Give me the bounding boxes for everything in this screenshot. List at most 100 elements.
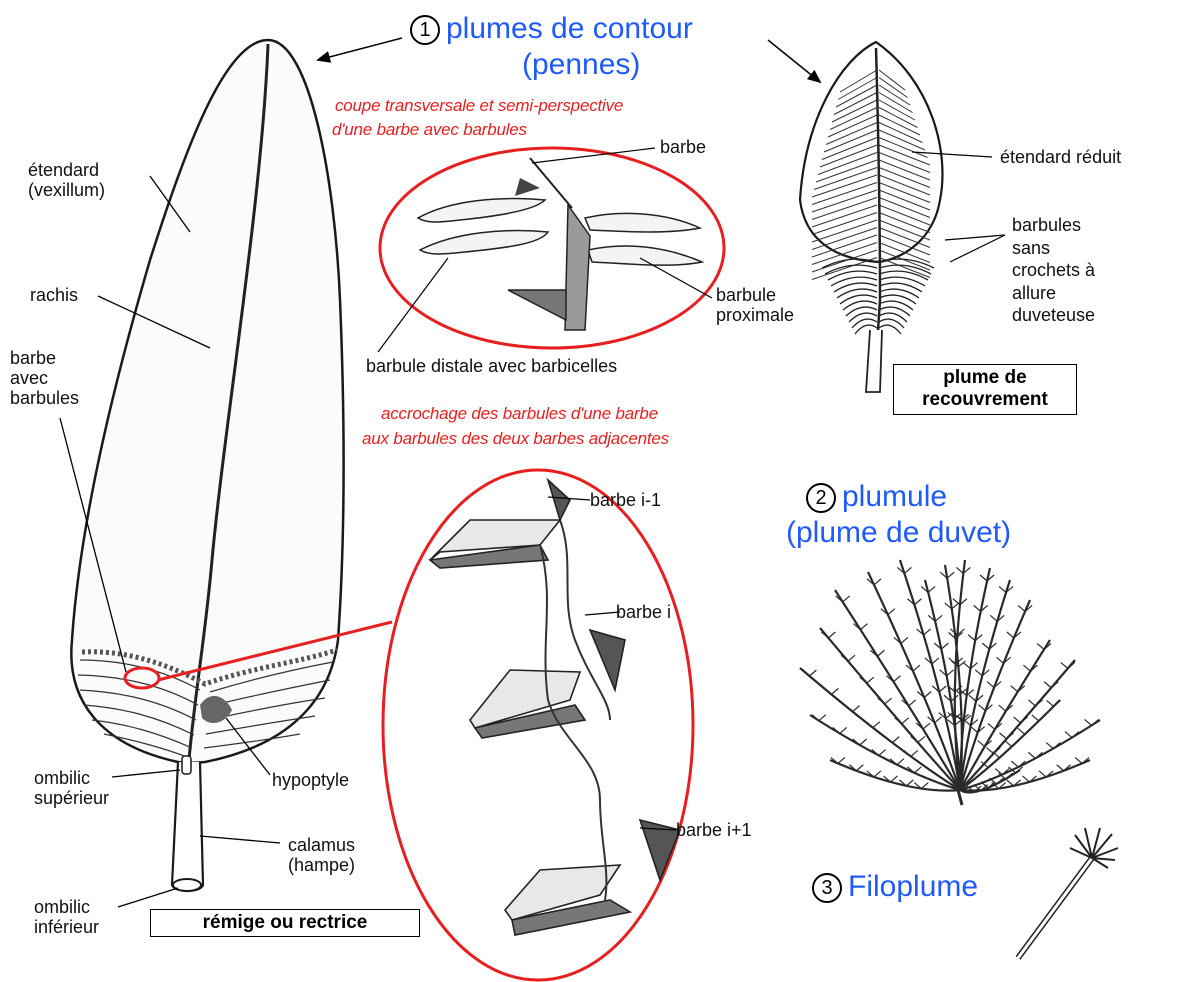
label-barbules-line1: barbules — [1012, 214, 1095, 237]
plumule-barbule — [904, 567, 911, 573]
label-ombilic-sup-line1: ombilic — [34, 768, 109, 788]
plumule-barbule — [914, 599, 921, 605]
label-rachis: rachis — [30, 285, 78, 305]
plumule-barbule — [885, 737, 892, 743]
plumule-barbule — [840, 727, 847, 733]
label-barbules-line2: sans — [1012, 237, 1095, 260]
label-etendard: étendard (vexillum) — [28, 160, 105, 200]
filoplume-drawing — [1018, 828, 1118, 958]
plumule-barbule — [846, 706, 853, 712]
plumule-barbule — [990, 615, 997, 621]
plumule-barbule — [1028, 752, 1035, 758]
label-calamus: calamus (hampe) — [288, 835, 355, 875]
label-barbe-i: barbe i — [616, 602, 671, 622]
covert-box-line1: plume de — [900, 367, 1070, 389]
plumule-barbule — [982, 643, 989, 649]
plumule-barbule — [885, 698, 892, 704]
plumule-barbule — [978, 741, 985, 747]
label-barbe-line2: avec — [10, 368, 79, 388]
covert-feather — [800, 42, 942, 392]
plumule-barbule — [892, 737, 899, 743]
label-barbules-line4: allure — [1012, 282, 1095, 305]
plumule-barbule — [921, 783, 928, 789]
label-section-barbe: barbe — [660, 137, 706, 157]
cross-section-caption-line1: coupe transversale et semi-perspective — [335, 96, 623, 115]
plumule-barbule — [866, 722, 873, 728]
plumule-barbule — [828, 632, 835, 638]
remige-box-label: rémige ou rectrice — [150, 909, 420, 937]
contour-title-line1: plumes de contour — [446, 12, 693, 45]
plumule-barbule — [1075, 757, 1082, 763]
covert-fluff-barbule — [879, 301, 913, 310]
plumule-barbule — [1012, 741, 1019, 747]
covert-fluff-barbule — [879, 307, 910, 316]
plumule-barbule — [831, 688, 838, 694]
plumule-barbule — [902, 718, 909, 724]
label-hypoptyle: hypoptyle — [272, 770, 349, 790]
plumule-barbule — [1000, 733, 1007, 739]
contour-title: 1plumes de contour — [410, 12, 693, 46]
label-etendard-line1: étendard — [28, 160, 105, 180]
covert-fluff-barbule — [849, 313, 877, 322]
plumule-barbule — [968, 635, 975, 641]
plumule-barbule — [901, 637, 908, 643]
plumule-barbule — [819, 715, 826, 721]
plumule-barbule — [1046, 743, 1053, 749]
plumule-barbule — [949, 658, 956, 664]
label-etendard-line2: (vexillum) — [28, 180, 105, 200]
label-barbe-line1: barbe — [10, 348, 79, 368]
section-number-2: 2 — [806, 483, 836, 513]
covert-fluff-barbule — [840, 295, 877, 304]
arrow-to-covert — [768, 40, 820, 82]
plumule-barbule — [1000, 752, 1007, 758]
cross-section-caption-line2: d'une barbe avec barbules — [332, 120, 527, 139]
label-ombilic-inf-line2: inférieur — [34, 917, 99, 937]
plumule-barbule — [1039, 771, 1046, 777]
label-barbe-line3: barbules — [10, 388, 79, 408]
label-barbule-proximale: barbule proximale — [716, 285, 794, 325]
plumule-barbule — [935, 717, 942, 723]
plumule-barbule — [913, 665, 920, 671]
plumule-barbule — [997, 657, 1004, 663]
plumule-barbule — [924, 629, 931, 635]
plumule-barbule — [914, 767, 921, 773]
remige-feather — [71, 40, 343, 891]
barb-cross-section — [380, 148, 724, 348]
plumule-barbule — [1022, 776, 1029, 782]
label-barbules-line3: crochets à — [1012, 259, 1095, 282]
label-etendard-reduit: étendard réduit — [1000, 147, 1121, 167]
plumule-barbule — [980, 575, 987, 581]
plumule-barbule — [873, 722, 880, 728]
label-barbule-distale: barbule distale avec barbicelles — [366, 356, 617, 376]
plumule-title: 2plumule — [806, 480, 947, 514]
plumule-barbule — [988, 723, 995, 729]
plumule-barbule — [932, 658, 939, 664]
plumule-title-line2: (plume de duvet) — [786, 516, 1011, 550]
plumule-barbule — [1085, 719, 1092, 725]
label-barbule-proximale-line1: barbule — [716, 285, 794, 305]
plumule-barbule — [1039, 715, 1046, 721]
plumule-barbule — [924, 692, 931, 698]
label-barbe-i-minus-1: barbe i-1 — [590, 490, 661, 510]
plumule-barbule — [1057, 765, 1064, 771]
plumule-barbule — [1044, 682, 1051, 688]
plumule-barbule — [963, 663, 970, 669]
plumule-barbule — [1054, 700, 1061, 706]
plumule-barbule — [802, 670, 809, 676]
plumule-barbule — [860, 624, 867, 630]
plumule-barbule — [894, 676, 901, 682]
plumule-barbule — [891, 776, 898, 782]
covert-fluff-barbule — [834, 283, 877, 292]
plumule-barbule — [969, 695, 976, 701]
plumule-barbule — [874, 579, 881, 585]
plumule-barbule — [988, 762, 995, 768]
plumule-barbule — [906, 780, 913, 786]
plumule-barbule — [952, 603, 959, 609]
label-ombilic-inf-line1: ombilic — [34, 897, 99, 917]
plumule-barbule — [978, 705, 985, 711]
plumule-drawing — [800, 560, 1100, 805]
plumule-barbule — [1023, 665, 1030, 671]
covert-fluff-barbule — [879, 313, 907, 322]
plumule-base — [958, 790, 962, 805]
label-barbules-sans-crochets: barbules sans crochets à allure duveteus… — [1012, 214, 1095, 327]
